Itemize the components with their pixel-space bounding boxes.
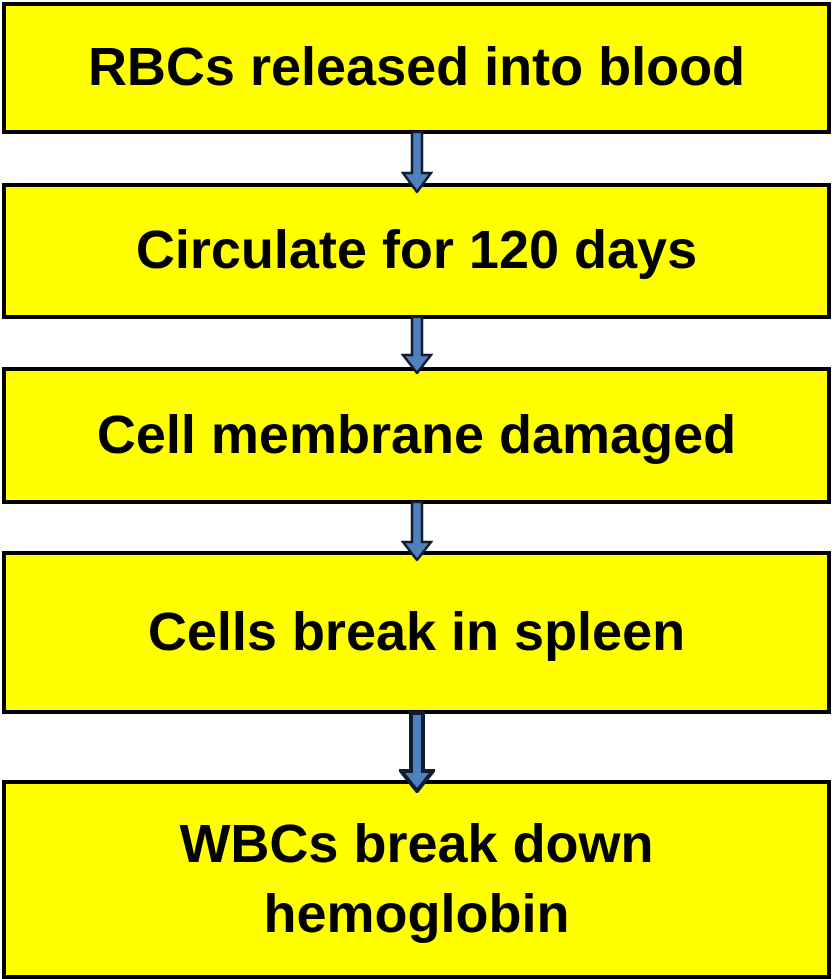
flow-step-label: RBCs released into blood: [87, 37, 746, 98]
flow-step-label: Cells break in spleen: [147, 601, 686, 662]
flow-step-box-membrane-damaged: Cell membrane damaged: [2, 367, 831, 504]
flow-step-label: Circulate for 120 days: [135, 220, 698, 281]
flow-step-label: WBCs break down: [179, 814, 654, 875]
down-arrow-icon: [399, 711, 435, 793]
down-arrow-icon: [401, 316, 433, 374]
flow-step-label: Cell membrane damaged: [96, 404, 737, 465]
flow-step-box-circulate: Circulate for 120 days: [2, 183, 831, 319]
down-arrow-icon: [401, 501, 433, 561]
down-arrow-icon: [401, 131, 433, 193]
flow-step-box-cells-break: Cells break in spleen: [2, 551, 831, 714]
flow-step-box-rbcs-released: RBCs released into blood: [2, 2, 831, 134]
flow-step-box-wbcs-hemoglobin: WBCs break down hemoglobin: [2, 780, 831, 979]
flow-step-label: hemoglobin: [263, 883, 570, 944]
